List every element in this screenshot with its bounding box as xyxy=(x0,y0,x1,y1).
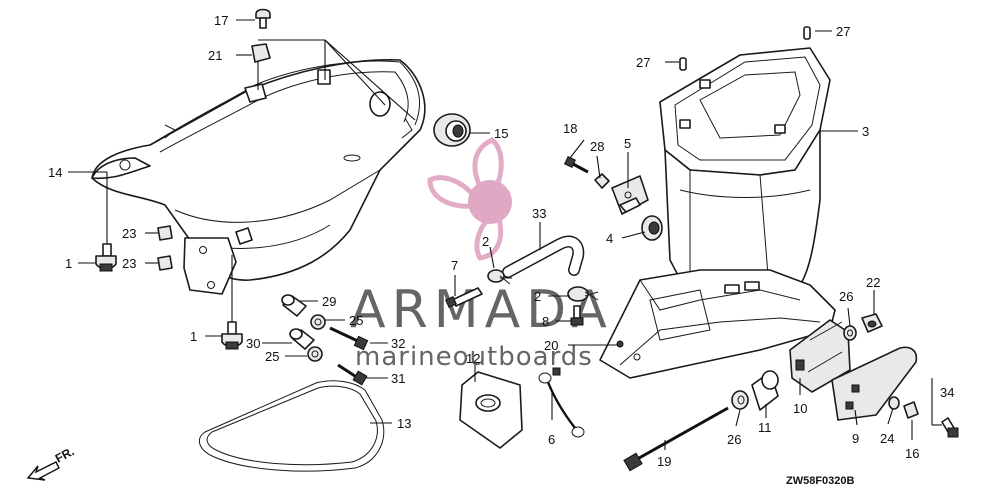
callout-22: 22 xyxy=(866,275,880,290)
collar-29-part xyxy=(281,294,307,317)
callout-14: 14 xyxy=(48,165,62,180)
clip-nut-21-part xyxy=(251,43,271,63)
bolt-32-part xyxy=(329,326,369,351)
dowel-27-left-part xyxy=(679,57,687,71)
hose-clip-2-lower-part xyxy=(567,286,599,302)
callout-24: 24 xyxy=(880,431,894,446)
callout-29: 29 xyxy=(322,294,336,309)
watermark-tagline: marineoutboards xyxy=(355,342,593,372)
callout-26-upper: 26 xyxy=(839,289,853,304)
washer-25-upper-part xyxy=(310,314,326,330)
nut-22-part xyxy=(861,313,883,333)
hose-clip-2-upper-part xyxy=(487,269,512,285)
callout-15: 15 xyxy=(494,126,508,141)
bolt-31-part xyxy=(337,363,368,386)
bolt-1-upper-part xyxy=(95,243,117,272)
callouts: 17 21 14 1 23 23 1 15 29 25 30 32 25 31 … xyxy=(48,13,954,469)
callout-32: 32 xyxy=(391,336,405,351)
callout-21: 21 xyxy=(208,48,222,63)
callout-6: 6 xyxy=(548,432,555,447)
callout-19: 19 xyxy=(657,454,671,469)
plug-20-part xyxy=(616,340,624,348)
seal-4-part xyxy=(641,215,663,241)
cover-9-part xyxy=(831,346,918,421)
washer-26-lower-part xyxy=(731,390,749,410)
callout-25-lower: 25 xyxy=(265,349,279,364)
grommet-23-lower-part xyxy=(157,255,173,271)
callout-1-upper: 1 xyxy=(65,256,72,271)
callout-2-lower: 2 xyxy=(534,289,541,304)
callout-30: 30 xyxy=(246,336,260,351)
callout-20: 20 xyxy=(544,338,558,353)
callout-2-upper: 2 xyxy=(482,234,489,249)
washer-26-upper-part xyxy=(843,325,857,341)
callout-11: 11 xyxy=(758,420,772,435)
ground-cable-6-part xyxy=(538,367,585,438)
callout-9: 9 xyxy=(852,431,859,446)
bolt-19-part xyxy=(623,406,729,472)
callout-5: 5 xyxy=(624,136,631,151)
leader-lines-right xyxy=(454,30,942,450)
callout-26-lower: 26 xyxy=(727,432,741,447)
bolt-1-lower-part xyxy=(221,321,243,350)
callout-33: 33 xyxy=(532,206,546,221)
bracket-12-part xyxy=(459,371,523,449)
collar-28-part xyxy=(594,173,610,189)
bolt-16-part xyxy=(903,401,919,419)
callout-27-left: 27 xyxy=(636,55,650,70)
callout-27-right: 27 xyxy=(836,24,850,39)
callout-10: 10 xyxy=(793,401,807,416)
dowel-27-right-part xyxy=(803,26,811,40)
grommet-23-upper-part xyxy=(157,225,173,241)
callout-17: 17 xyxy=(214,13,228,28)
callout-16: 16 xyxy=(905,446,919,461)
grommet-15-part xyxy=(433,113,471,147)
washer-24-part xyxy=(888,396,900,410)
collar-11-part xyxy=(751,370,779,411)
callout-34: 34 xyxy=(940,385,954,400)
leader-lines-left xyxy=(68,19,490,424)
extension-case-part xyxy=(599,47,836,379)
callout-3: 3 xyxy=(862,124,869,139)
plate-5-part xyxy=(611,175,649,215)
hose-33-part xyxy=(502,235,585,278)
callout-25-upper: 25 xyxy=(349,313,363,328)
callout-7: 7 xyxy=(451,258,458,273)
propeller-logo-icon xyxy=(427,137,512,261)
callout-1-lower: 1 xyxy=(190,329,197,344)
under-cover-part xyxy=(91,59,426,295)
callout-23-lower: 23 xyxy=(122,256,136,271)
mount-10-part xyxy=(789,319,851,393)
callout-23-upper: 23 xyxy=(122,226,136,241)
collar-30-part xyxy=(289,328,315,350)
callout-4: 4 xyxy=(606,231,613,246)
front-direction-arrow-icon: FR. xyxy=(26,444,76,481)
callout-8: 8 xyxy=(542,314,549,329)
fitting-7-part xyxy=(445,287,483,308)
callout-18: 18 xyxy=(563,121,577,136)
bolt-34-part xyxy=(941,417,959,438)
callout-13: 13 xyxy=(397,416,411,431)
callout-31: 31 xyxy=(391,371,405,386)
washer-25-lower-part xyxy=(307,346,323,362)
diagram-code: ZW58F0320B xyxy=(786,475,855,487)
screw-17-part xyxy=(255,8,271,29)
bolt-18-part xyxy=(564,156,589,174)
callout-12: 12 xyxy=(466,351,480,366)
callout-28: 28 xyxy=(590,139,604,154)
seal-13-part xyxy=(198,380,385,472)
